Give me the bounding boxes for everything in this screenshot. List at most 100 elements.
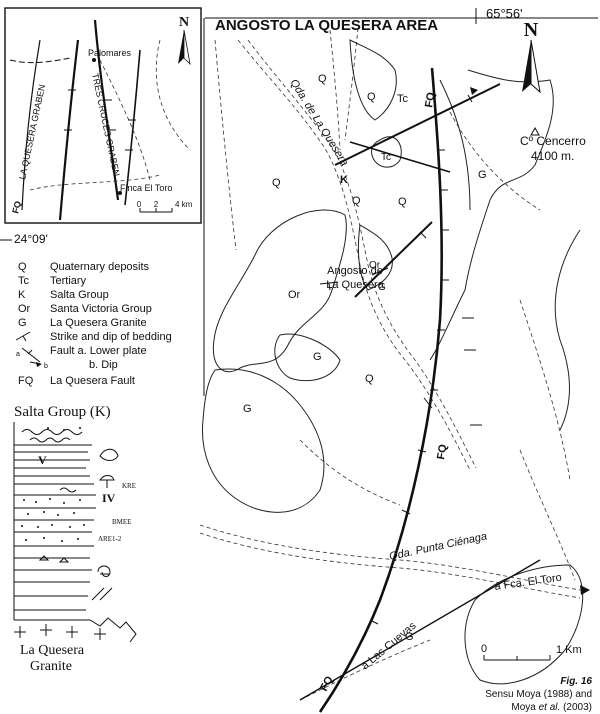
unit-g-5: G	[405, 631, 414, 643]
column-title: Salta Group (K)	[14, 404, 111, 420]
unit-q-2: Q	[367, 91, 376, 103]
main-map	[0, 8, 598, 713]
inset-fault-label: FQ	[10, 200, 23, 215]
unit-q-5: Q	[352, 195, 361, 207]
legend-label-dip: b. Dip	[89, 359, 118, 371]
outcrop-g-2	[274, 333, 341, 382]
tributary-6	[214, 39, 237, 251]
unit-or-1: Or	[288, 289, 301, 301]
fq-label-2: FQ	[435, 443, 450, 461]
column-base-label-2: Granite	[30, 659, 72, 674]
column-base-label-1: La Quesera	[20, 643, 85, 658]
locality-line-1: Angosto de	[327, 265, 383, 277]
legend-sym-k: K	[18, 289, 26, 301]
quebrada-punta-1	[199, 524, 581, 591]
peak-icon	[530, 126, 540, 136]
scale-bar: 0 1 Km	[481, 643, 582, 661]
legend: Q Quaternary deposits Tc Tertiary K Salt…	[15, 261, 172, 387]
inset-scale-0: 0	[137, 200, 142, 209]
outcrop-q-north	[349, 39, 397, 121]
fault-ticks	[369, 94, 473, 625]
column-top-wavy	[21, 429, 83, 435]
inset-place-palomares: Palomares	[88, 48, 132, 58]
fossil-icons	[38, 448, 119, 601]
quebrada-quesera-line-2	[247, 39, 477, 469]
strat-column: Salta Group (K)	[13, 404, 137, 674]
inset-drain-3	[155, 39, 191, 151]
unit-k-1: K	[340, 174, 348, 186]
legend-label-fault: Fault a. Lower plate	[50, 345, 147, 357]
unit-g-2: G	[313, 351, 322, 363]
unit-or-2: Or	[369, 260, 381, 271]
unit-q-1: Q	[318, 73, 327, 85]
inset-finca-dot	[118, 191, 122, 195]
inset-scale-4: 4 km	[175, 200, 193, 209]
inset-fault-5	[9, 57, 71, 64]
legend-label-or: Santa Victoria Group	[50, 303, 152, 315]
fq-label-1: FQ	[423, 91, 438, 109]
la-quesera-fault	[318, 67, 444, 713]
inset-frame	[4, 7, 202, 224]
unit-g-4: G	[378, 282, 386, 293]
tributary-5	[299, 439, 401, 506]
unit-q-4: Q	[398, 196, 407, 208]
inset-fault-1	[58, 39, 80, 221]
figure-number: Fig. 16	[560, 676, 592, 687]
fault-south-branch	[299, 559, 541, 701]
inset-map: Palomares Finca El Toro LA QUESERA GRABE…	[4, 7, 202, 224]
outcrop-east-edge	[554, 229, 581, 431]
peak-elevation: 4100 m.	[531, 149, 574, 163]
strike-dip-icon	[15, 331, 31, 342]
column-wavy-3	[59, 487, 77, 493]
fault-legend-icon	[21, 347, 42, 367]
inset-fault-3	[124, 49, 141, 206]
column-unit-v: V	[38, 453, 47, 467]
legend-sym-q: Q	[18, 261, 27, 273]
legend-sym-or: Or	[18, 303, 31, 315]
to-finca-label: a Fca. El Toro	[494, 572, 563, 593]
inset-scale-2: 2	[154, 200, 159, 209]
inset-north-arrow: N	[178, 15, 191, 66]
source-line-1: Sensu Moya (1988) and	[485, 689, 592, 700]
source-line-2: Moya et al. (2003)	[511, 702, 592, 713]
tributary-1	[329, 29, 341, 151]
legend-label-fq: La Quesera Fault	[50, 375, 135, 387]
map-title: ANGOSTO LA QUESERA AREA	[215, 17, 438, 34]
granite-crosses	[14, 617, 137, 643]
quebrada-punta-label: Qda. Punta Ciénaga	[388, 530, 488, 562]
inset-fault-4	[21, 39, 41, 211]
fault-sub-a: a	[16, 351, 20, 358]
column-marker-bmee: BMEE	[112, 518, 131, 526]
north-arrow: N	[522, 19, 541, 94]
fault-sub-b: b	[44, 363, 48, 370]
arrow-finca	[580, 585, 590, 595]
legend-label-strike: Strike and dip of bedding	[50, 331, 172, 343]
legend-sym-fq: FQ	[18, 375, 34, 387]
arrow-north-fault	[470, 87, 478, 95]
legend-sym-g: G	[18, 317, 27, 329]
column-marker-are: ARE1-2	[98, 535, 122, 543]
strike-dip-symbols	[319, 267, 482, 426]
outcrop-or-2	[357, 224, 393, 291]
inset-place-finca: Finca El Toro	[120, 183, 172, 193]
locality-line-2: La Quesera	[326, 279, 384, 291]
outcrop-boundary-2	[439, 79, 471, 211]
scale-label: 1 Km	[556, 644, 582, 656]
scale-zero: 0	[481, 643, 487, 655]
legend-sym-tc: Tc	[18, 275, 30, 287]
outcrop-g-5	[464, 564, 584, 685]
unit-tc-1: Tc	[397, 93, 409, 105]
column-layers	[14, 444, 96, 611]
legend-label-k: Salta Group	[50, 289, 109, 301]
outcrop-boundary-east	[429, 69, 554, 361]
legend-label-g: La Quesera Granite	[50, 317, 147, 329]
outcrop-g-3	[201, 368, 325, 513]
column-wavy-2	[29, 437, 71, 443]
tributary-3	[449, 111, 541, 211]
inset-fault-2	[93, 19, 120, 201]
column-unit-iv: IV	[102, 491, 116, 505]
column-dots	[21, 427, 85, 542]
caption: Fig. 16 Sensu Moya (1988) and Moya et al…	[485, 676, 592, 713]
north-label: N	[524, 19, 539, 41]
